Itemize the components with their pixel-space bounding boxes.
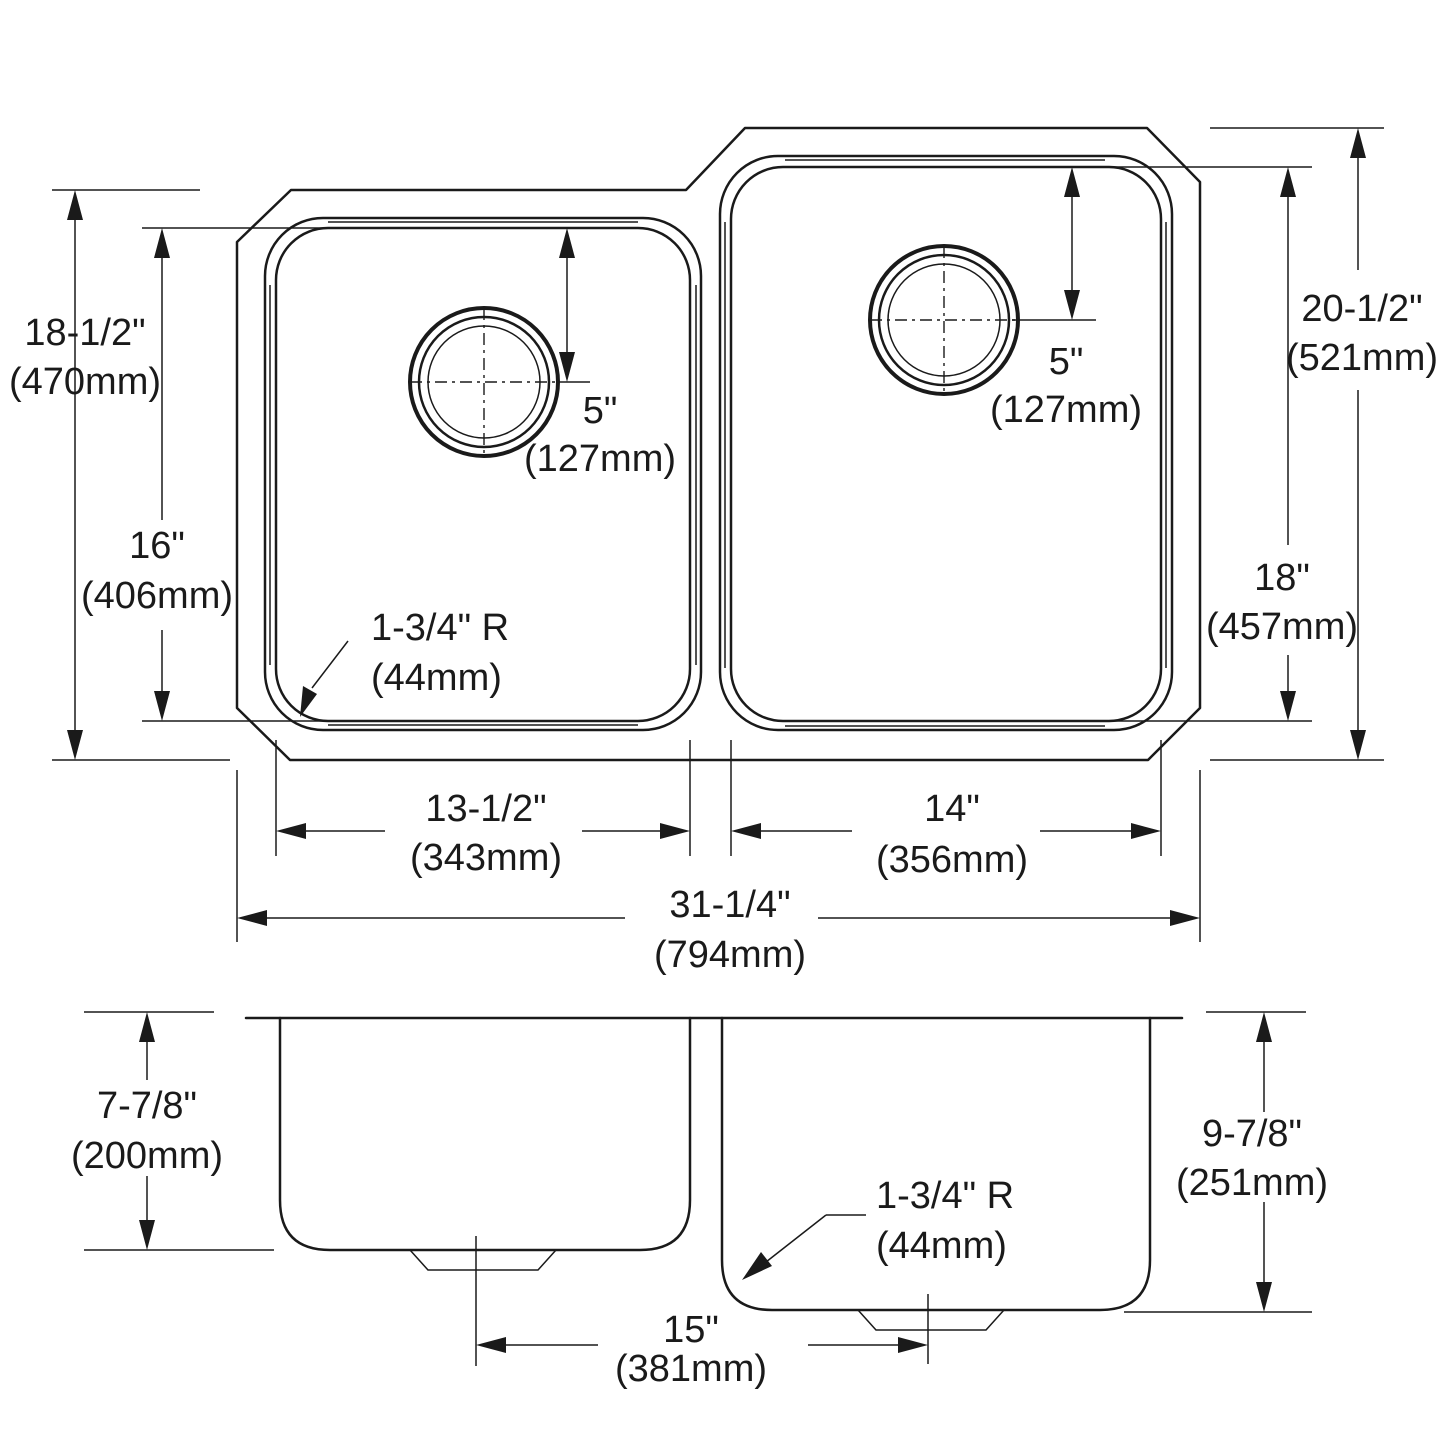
label-right-overall-depth-in: 20-1/2" <box>1301 288 1422 330</box>
label-left-bowl-width-mm: (343mm) <box>410 837 562 879</box>
plan-view: 18-1/2" (470mm) 16" (406mm) 5" (127mm) 1… <box>9 126 1438 976</box>
dimension-14 <box>731 823 1161 839</box>
right-bowl-elevation <box>720 1016 1152 1331</box>
label-right-bowl-height-mm: (251mm) <box>1176 1162 1328 1204</box>
right-bowl-plan <box>718 154 1174 732</box>
label-overall-width-mm: (794mm) <box>654 934 806 976</box>
dimension-left-corner-radius <box>300 640 349 717</box>
dimension-9-7-8 <box>1256 1012 1272 1312</box>
label-right-bowl-depth-in: 18" <box>1254 557 1310 599</box>
label-right-overall-depth-mm: (521mm) <box>1286 337 1438 379</box>
dimension-15 <box>476 1337 928 1353</box>
left-bowl-elevation <box>278 1016 692 1271</box>
label-left-drain-offset-mm: (127mm) <box>524 438 676 480</box>
dimension-16 <box>154 228 170 721</box>
label-left-bowl-height-mm: (200mm) <box>71 1135 223 1177</box>
label-overall-width-in: 31-1/4" <box>669 884 790 926</box>
dimension-right-drain-offset <box>1064 167 1080 320</box>
label-left-corner-radius-mm: (44mm) <box>371 657 502 699</box>
label-drain-spacing-mm: (381mm) <box>615 1348 767 1390</box>
label-left-corner-radius-in: 1-3/4" R <box>371 607 509 649</box>
label-right-drain-offset-in: 5" <box>1049 341 1084 383</box>
label-left-bowl-height-in: 7-7/8" <box>97 1085 197 1127</box>
label-right-bowl-width-mm: (356mm) <box>876 839 1028 881</box>
right-bowl-inner-outline <box>718 154 1174 732</box>
sink-rim-outline <box>235 126 1202 762</box>
label-left-bowl-depth-mm: (406mm) <box>81 575 233 617</box>
plan-extension-lines <box>52 127 1384 942</box>
label-right-bowl-height-in: 9-7/8" <box>1202 1113 1302 1155</box>
left-drain-plan <box>408 306 560 458</box>
dimension-31-1-4 <box>237 910 1200 926</box>
label-right-drain-offset-mm: (127mm) <box>990 389 1142 431</box>
right-bowl-basin <box>729 165 1163 723</box>
label-left-bowl-depth-in: 16" <box>129 525 185 567</box>
label-bottom-corner-radius-in: 1-3/4" R <box>876 1175 1014 1217</box>
label-right-bowl-width-in: 14" <box>924 788 980 830</box>
dimension-18-1-2 <box>67 190 83 760</box>
label-left-bowl-width-in: 13-1/2" <box>425 788 546 830</box>
dimension-bottom-corner-radius <box>742 1214 866 1280</box>
left-bowl-inner-outline <box>263 216 703 732</box>
label-overall-depth-mm: (470mm) <box>9 361 161 403</box>
dimension-left-drain-offset <box>559 228 575 382</box>
dimension-13-1-2 <box>276 823 690 839</box>
elevation-view: 7-7/8" (200mm) 9-7/8" (251mm) 1-3/4" R (… <box>71 1011 1328 1390</box>
dimension-7-7-8 <box>139 1012 155 1250</box>
label-left-drain-offset-in: 5" <box>583 390 618 432</box>
label-bottom-corner-radius-mm: (44mm) <box>876 1225 1007 1267</box>
dimension-18 <box>1280 167 1296 721</box>
label-drain-spacing-in: 15" <box>663 1309 719 1351</box>
right-drain-plan <box>868 244 1020 396</box>
dimension-20-1-2 <box>1350 128 1366 760</box>
elevation-extension-lines <box>84 1011 1312 1366</box>
label-right-bowl-depth-mm: (457mm) <box>1206 606 1358 648</box>
label-overall-depth-in: 18-1/2" <box>24 312 145 354</box>
